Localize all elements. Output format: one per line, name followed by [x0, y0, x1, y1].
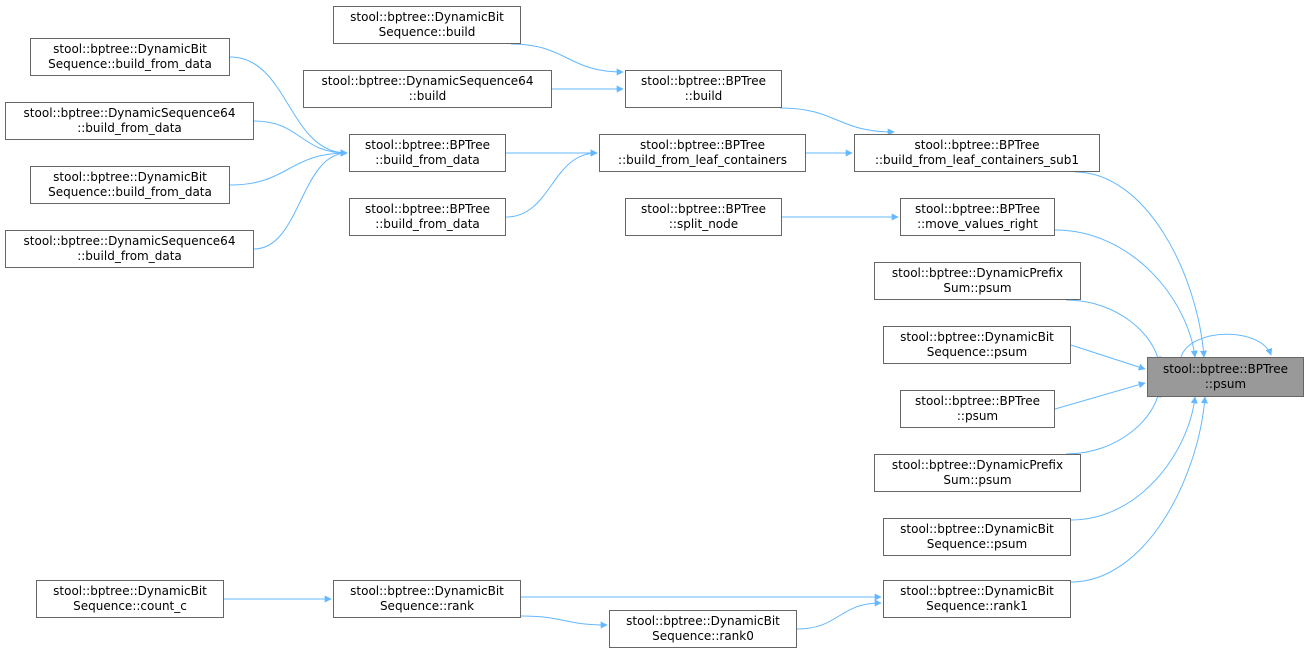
node-bptree-build-from-data-1[interactable]: stool::bptree::BPTree ::build_from_data — [349, 134, 506, 172]
edge-focus-self-loop — [1180, 333, 1273, 358]
node-dynamicsequence64-build-from-data-2[interactable]: stool::bptree::DynamicSequence64 ::build… — [5, 230, 254, 268]
edge-bptree_bflc_sub1-to-focus — [1074, 171, 1207, 358]
node-dynamicbitsequence-rank[interactable]: stool::bptree::DynamicBit Sequence::rank — [333, 580, 521, 618]
edge-dps_psum2-to-focus — [1065, 390, 1162, 455]
node-dynamicbitsequence-build-from-data-2[interactable]: stool::bptree::DynamicBit Sequence::buil… — [30, 166, 230, 204]
edge-dbs_rank-to-dbs_rank0 — [520, 615, 608, 629]
node-bptree-build-from-leaf-containers[interactable]: stool::bptree::BPTree ::build_from_leaf_… — [599, 134, 806, 172]
node-bptree-build-from-leaf-containers-sub1[interactable]: stool::bptree::BPTree ::build_from_leaf_… — [854, 134, 1100, 172]
node-bptree-move-values-right[interactable]: stool::bptree::BPTree ::move_values_righ… — [900, 198, 1055, 236]
edge-dbs_bfd1-to-bptree_bfd1 — [229, 56, 348, 157]
node-dynamicbitsequence-rank0[interactable]: stool::bptree::DynamicBit Sequence::rank… — [609, 610, 797, 648]
edge-bptree_build-to-bptree_bflc_sub1 — [779, 107, 895, 136]
node-dynamicbitsequence-rank1[interactable]: stool::bptree::DynamicBit Sequence::rank… — [883, 580, 1071, 618]
node-dynamicprefixsum-psum-1[interactable]: stool::bptree::DynamicPrefix Sum::psum — [874, 262, 1081, 300]
node-dynamicbitsequence-build-from-data-1[interactable]: stool::bptree::DynamicBit Sequence::buil… — [30, 38, 230, 76]
edge-dbs_rank1-to-focus — [1070, 396, 1208, 583]
node-dynamicprefixsum-psum-2[interactable]: stool::bptree::DynamicPrefix Sum::psum — [874, 454, 1081, 492]
node-dynamicsequence64-build[interactable]: stool::bptree::DynamicSequence64 ::build — [303, 70, 552, 108]
node-dynamicbitsequence-psum-1[interactable]: stool::bptree::DynamicBit Sequence::psum — [883, 326, 1071, 364]
node-dynamicbitsequence-count-c[interactable]: stool::bptree::DynamicBit Sequence::coun… — [36, 580, 224, 618]
edge-dbs_rank0-to-dbs_rank1 — [796, 599, 882, 630]
edge-dbs_psum1-to-focus — [1070, 344, 1146, 371]
edge-dbs_build-to-bptree_build — [510, 43, 624, 76]
edge-bptree_bfd2-to-bptree_bflc — [505, 149, 598, 218]
node-bptree-build-from-data-2[interactable]: stool::bptree::BPTree ::build_from_data — [349, 198, 506, 236]
edge-bptree_psum_caller-to-focus — [1054, 381, 1146, 410]
node-bptree-psum-focus: stool::bptree::BPTree ::psum — [1147, 357, 1304, 397]
edge-bptree_mvr-to-focus — [1054, 229, 1198, 358]
edge-ds64_bfd1-to-bptree_bfd1 — [253, 120, 348, 157]
edge-dps_psum1-to-focus — [1065, 299, 1162, 364]
edge-ds64_bfd2-to-bptree_bfd1 — [253, 149, 348, 250]
node-dynamicbitsequence-psum-2[interactable]: stool::bptree::DynamicBit Sequence::psum — [883, 518, 1071, 556]
node-bptree-split-node[interactable]: stool::bptree::BPTree ::split_node — [625, 198, 782, 236]
node-bptree-build[interactable]: stool::bptree::BPTree ::build — [625, 70, 782, 108]
edge-dbs_psum2-to-focus — [1070, 396, 1198, 521]
edge-dbs_bfd2-to-bptree_bfd1 — [229, 149, 348, 186]
node-bptree-psum-caller[interactable]: stool::bptree::BPTree ::psum — [900, 390, 1055, 428]
node-dynamicbitsequence-build[interactable]: stool::bptree::DynamicBit Sequence::buil… — [333, 6, 521, 44]
node-dynamicsequence64-build-from-data-1[interactable]: stool::bptree::DynamicSequence64 ::build… — [5, 102, 254, 140]
